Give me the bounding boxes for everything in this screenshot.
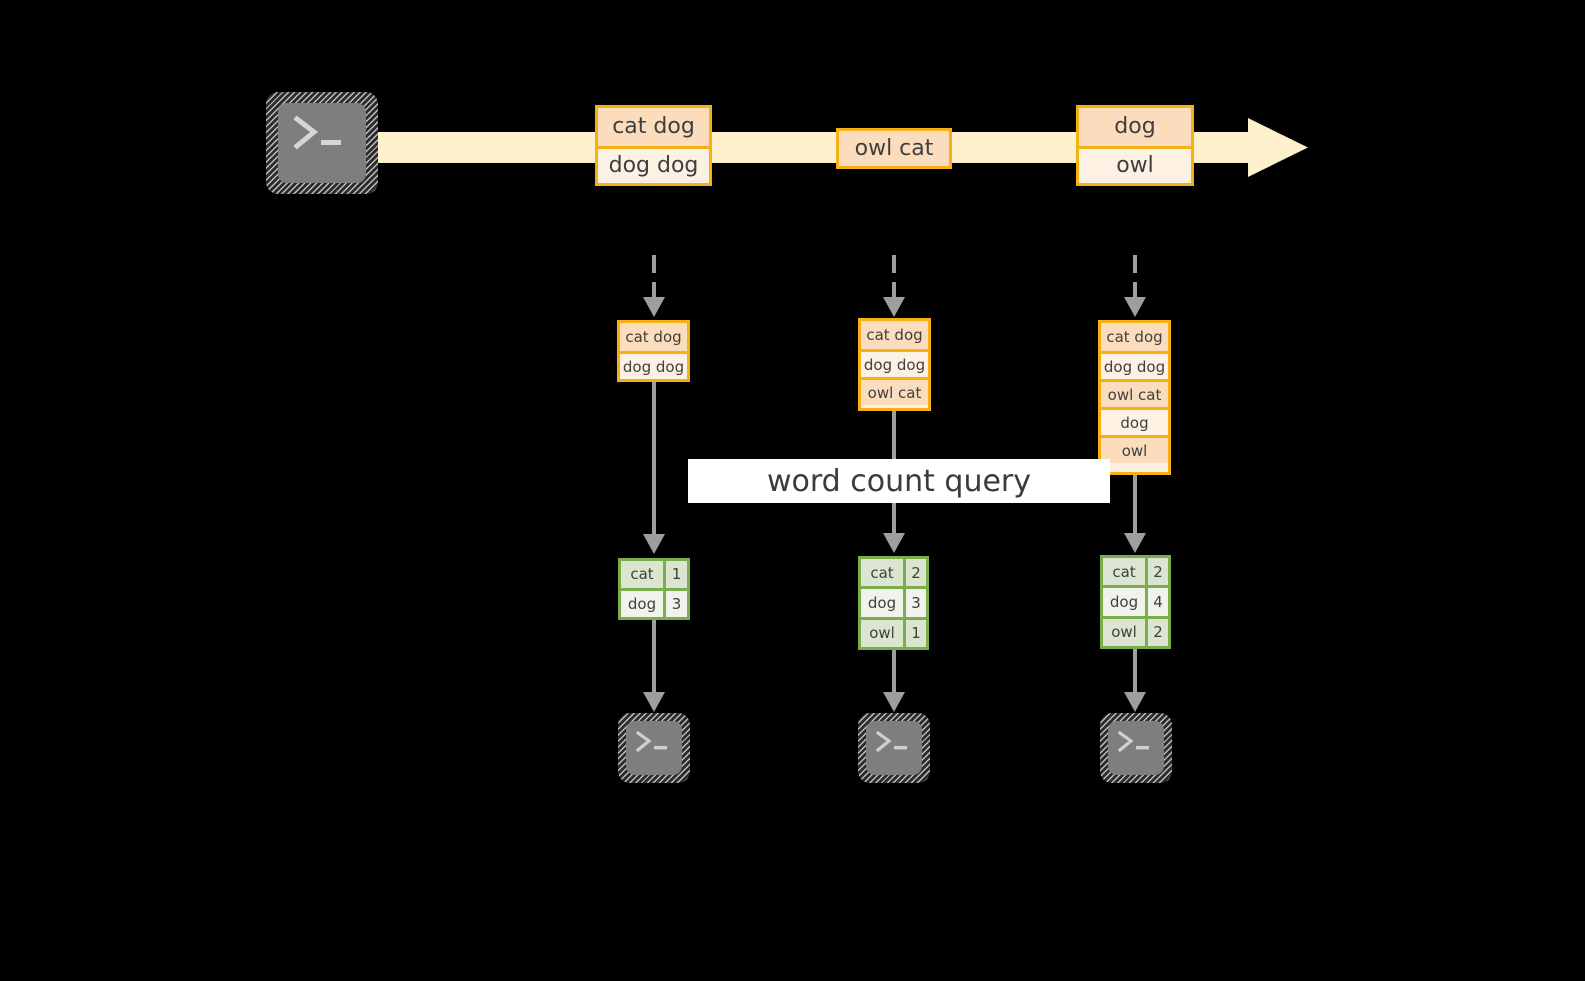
pipeline-1-result-table: cat 1 dog 3 xyxy=(618,558,690,620)
terminal-prompt-glyph xyxy=(875,730,907,753)
pipeline-3-sink-terminal-icon xyxy=(1100,713,1172,783)
result-word: owl xyxy=(1103,618,1145,646)
pipeline-1-query-connector xyxy=(643,382,665,554)
accumulated-record: dog dog xyxy=(861,349,928,377)
terminal-prompt-glyph xyxy=(293,115,341,150)
accumulated-record: dog xyxy=(1101,407,1168,435)
accumulated-record: owl xyxy=(1101,435,1168,463)
pipeline-2-sink-connector xyxy=(883,650,905,712)
result-word: cat xyxy=(861,559,903,587)
result-row: cat 1 xyxy=(621,561,687,588)
result-count: 1 xyxy=(663,561,687,588)
pipeline-3-result-table: cat 2 dog 4 owl 2 xyxy=(1100,555,1171,649)
accumulated-record: cat dog xyxy=(861,321,928,349)
result-word: dog xyxy=(621,590,663,617)
result-count: 2 xyxy=(1145,558,1168,586)
stream-record: dog xyxy=(1079,108,1191,146)
pipeline-2-tap-connector xyxy=(883,255,905,317)
stream-batch-2: owl cat xyxy=(836,128,952,169)
pipeline-3-accumulated-records: cat dog dog dog owl cat dog owl xyxy=(1098,320,1171,475)
result-count: 1 xyxy=(903,619,926,647)
result-row: dog 3 xyxy=(861,586,926,617)
result-row: cat 2 xyxy=(1103,558,1168,586)
result-word: owl xyxy=(861,619,903,647)
accumulated-record: cat dog xyxy=(1101,323,1168,351)
stream-record: owl cat xyxy=(839,131,949,166)
stream-batch-3: dog owl xyxy=(1076,105,1194,186)
pipeline-3-tap-connector xyxy=(1124,255,1146,317)
result-count: 3 xyxy=(663,590,687,617)
pipeline-2-sink-terminal-icon xyxy=(858,713,930,783)
result-word: dog xyxy=(861,589,903,617)
result-word: dog xyxy=(1103,588,1145,616)
stream-record: dog dog xyxy=(598,145,709,183)
result-count: 2 xyxy=(903,559,926,587)
accumulated-record: dog dog xyxy=(1101,351,1168,379)
result-row: dog 4 xyxy=(1103,585,1168,616)
result-word: cat xyxy=(621,561,663,588)
stream-record: owl xyxy=(1079,145,1191,183)
result-word: cat xyxy=(1103,558,1145,586)
result-count: 4 xyxy=(1145,588,1168,616)
pipeline-3-query-connector xyxy=(1124,475,1146,553)
result-row: dog 3 xyxy=(621,587,687,617)
source-terminal-icon xyxy=(266,92,378,194)
result-count: 2 xyxy=(1145,618,1168,646)
accumulated-record: cat dog xyxy=(620,323,687,351)
terminal-prompt-glyph xyxy=(1117,730,1149,753)
result-count: 3 xyxy=(903,589,926,617)
word-count-query-label: word count query xyxy=(688,459,1110,503)
pipeline-3-sink-connector xyxy=(1124,649,1146,712)
result-row: cat 2 xyxy=(861,559,926,587)
accumulated-record: owl cat xyxy=(1101,379,1168,407)
stream-batch-1: cat dog dog dog xyxy=(595,105,712,186)
stream-record: cat dog xyxy=(598,108,709,146)
accumulated-record: owl cat xyxy=(861,377,928,405)
result-row: owl 2 xyxy=(1103,615,1168,646)
result-row: owl 1 xyxy=(861,616,926,647)
pipeline-1-sink-terminal-icon xyxy=(618,713,690,783)
terminal-prompt-glyph xyxy=(635,730,667,753)
pipeline-1-tap-connector xyxy=(643,255,665,317)
pipeline-1-accumulated-records: cat dog dog dog xyxy=(617,320,690,382)
pipeline-1-sink-connector xyxy=(643,620,665,712)
accumulated-record: dog dog xyxy=(620,351,687,379)
pipeline-2-accumulated-records: cat dog dog dog owl cat xyxy=(858,318,931,411)
pipeline-2-result-table: cat 2 dog 3 owl 1 xyxy=(858,556,929,650)
